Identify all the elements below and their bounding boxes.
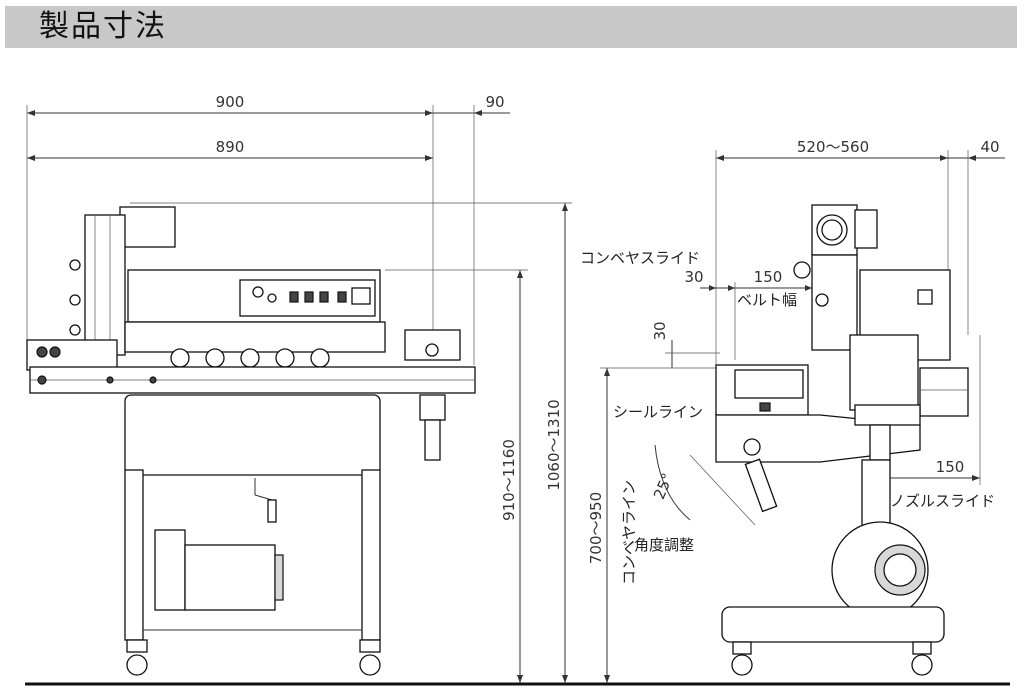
dim-30-vertical: 30 bbox=[651, 321, 669, 340]
page-title: 製品寸法 bbox=[39, 9, 167, 44]
front-view-machine bbox=[26, 206, 476, 676]
section-header: 製品寸法 bbox=[5, 6, 1017, 48]
label-angle-adjust: 角度調整 bbox=[634, 536, 694, 554]
label-nozzle-slide: ノズルスライド bbox=[890, 492, 995, 510]
dim-40: 40 bbox=[980, 138, 999, 156]
dim-150-belt: 150 bbox=[754, 268, 783, 286]
label-conveyor-slide: コンベヤスライド bbox=[580, 249, 700, 267]
side-view-machine bbox=[715, 204, 969, 676]
label-seal-line: シールライン bbox=[613, 403, 703, 421]
dim-150-nozzle: 150 bbox=[936, 458, 965, 476]
dim-700-950: 700〜950 bbox=[587, 492, 605, 564]
dim-25-degrees: 25° bbox=[650, 470, 677, 501]
dim-910-1160: 910〜1160 bbox=[500, 439, 518, 521]
dim-520-560: 520〜560 bbox=[797, 138, 869, 156]
dim-30-slide: 30 bbox=[684, 268, 703, 286]
label-belt-width: ベルト幅 bbox=[737, 291, 797, 309]
dim-900: 900 bbox=[216, 93, 245, 111]
label-conveyor-line: コンベヤライン bbox=[620, 480, 638, 585]
dimension-lines-side bbox=[600, 150, 1005, 683]
dim-890: 890 bbox=[216, 138, 245, 156]
dimension-lines-front bbox=[26, 105, 572, 683]
dim-1060-1310: 1060〜1310 bbox=[545, 399, 563, 490]
dim-90: 90 bbox=[485, 93, 504, 111]
